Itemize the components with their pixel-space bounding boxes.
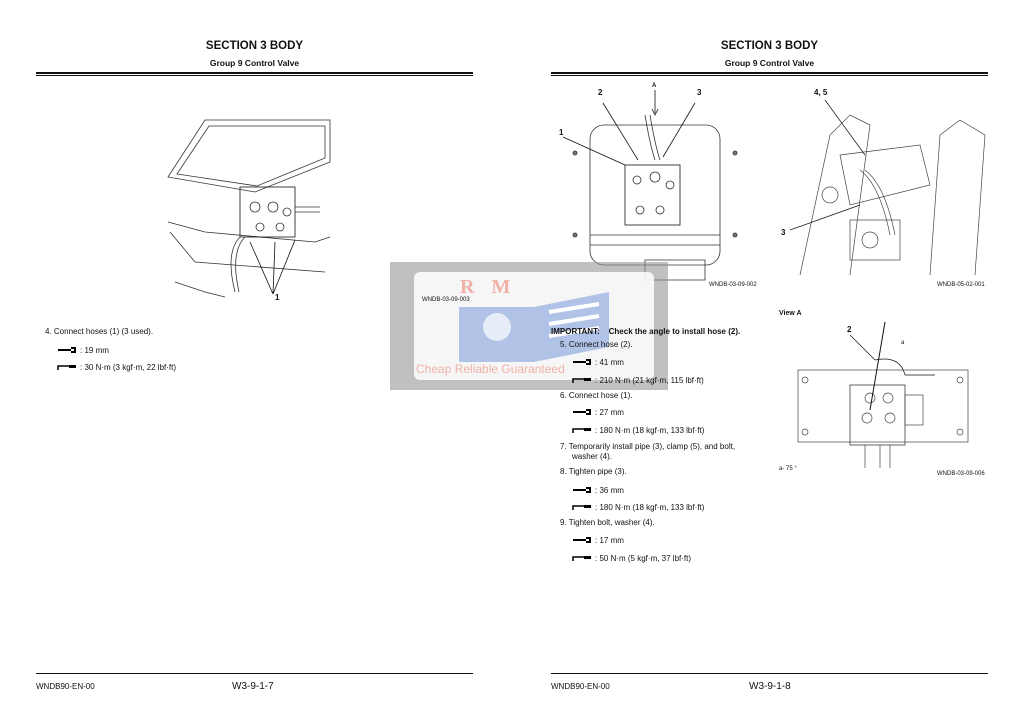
doc-number: WNDB90-EN-00 xyxy=(551,682,610,691)
torque-spec: : 180 N·m (18 kgf·m, 133 lbf·ft) xyxy=(572,503,704,512)
important-text: Check the angle to install hose (2). xyxy=(608,327,741,336)
wrench-icon xyxy=(57,347,77,354)
torque-spec: : 210 N·m (21 kgf·m, 115 lbf·ft) xyxy=(572,376,704,385)
torque-value: : 180 N·m (18 kgf·m, 133 lbf·ft) xyxy=(595,426,705,435)
step-5: 5. Connect hose (2). xyxy=(560,340,633,349)
step-7: 7. Temporarily install pipe (3), clamp (… xyxy=(560,442,736,451)
page-number: W3-9-1-7 xyxy=(232,681,274,692)
wrench-spec: : 27 mm xyxy=(572,408,624,417)
boom-pipe-illustration xyxy=(790,99,986,276)
control-valve-illustration xyxy=(167,119,331,298)
step-9: 9. Tighten bolt, washer (4). xyxy=(560,518,655,527)
wrench-size: : 41 mm xyxy=(595,358,624,367)
figure-caption: WNDB-05-02-001 xyxy=(937,282,985,288)
watermark-slogan: Cheap Reliable Guaranteed xyxy=(416,362,565,376)
step-6: 6. Connect hose (1). xyxy=(560,391,633,400)
header-rule xyxy=(551,72,988,74)
header-rule xyxy=(36,75,473,76)
figure-caption: WNDB-03-09-003 xyxy=(422,297,470,303)
wrench-icon xyxy=(572,537,592,544)
wrench-icon xyxy=(572,487,592,494)
wrench-size: : 27 mm xyxy=(595,408,624,417)
torque-value: : 180 N·m (18 kgf·m, 133 lbf·ft) xyxy=(595,503,705,512)
torque-value: : 210 N·m (21 kgf·m, 115 lbf·ft) xyxy=(595,376,704,385)
figure-caption: WNDB-03-09-002 xyxy=(709,282,757,288)
wrench-size: : 19 mm xyxy=(80,346,109,355)
section-title: SECTION 3 BODY xyxy=(720,40,819,52)
watermark-panel: R M Cheap Reliable Guaranteed WNDB-03-09… xyxy=(414,272,654,380)
header-rule xyxy=(551,75,988,76)
callout-angle-a: a xyxy=(901,340,905,346)
callout-2: 2 xyxy=(847,325,852,334)
footer-rule xyxy=(36,673,473,674)
step-4: 4. Connect hoses (1) (3 used). xyxy=(45,327,154,336)
footer-rule xyxy=(551,673,988,674)
callout-2: 2 xyxy=(598,88,603,97)
callout-1: 1 xyxy=(275,293,280,302)
figure-caption: WNDB-03-09-006 xyxy=(937,471,985,477)
view-a-illustration xyxy=(797,321,969,468)
torque-wrench-icon xyxy=(57,364,77,371)
wrench-spec: : 41 mm xyxy=(572,358,624,367)
callout-3: 3 xyxy=(697,88,702,97)
section-title: SECTION 3 BODY xyxy=(205,40,304,52)
doc-number: WNDB90-EN-00 xyxy=(36,682,95,691)
wrench-spec: : 19 mm xyxy=(57,346,109,355)
step-8: 8. Tighten pipe (3). xyxy=(560,467,627,476)
torque-wrench-icon xyxy=(572,427,592,434)
valve-top-view-illustration xyxy=(562,90,738,281)
torque-wrench-icon xyxy=(572,504,592,511)
torque-spec: : 50 N·m (5 kgf·m, 37 lbf·ft) xyxy=(572,554,691,563)
callout-1: 1 xyxy=(559,128,564,137)
group-title: Group 9 Control Valve xyxy=(209,58,300,68)
page-number: W3-9-1-8 xyxy=(749,681,791,692)
watermark-logo-text: R M xyxy=(460,276,517,298)
angle-note: a- 75 ° xyxy=(779,466,797,472)
torque-spec: : 30 N·m (3 kgf·m, 22 lbf·ft) xyxy=(57,363,176,372)
wrench-size: : 17 mm xyxy=(595,536,624,545)
view-a-title: View A xyxy=(779,310,802,317)
important-note: IMPORTANT: Check the angle to install ho… xyxy=(551,327,740,336)
step-7-continued: washer (4). xyxy=(572,452,613,461)
wrench-size: : 36 mm xyxy=(595,486,624,495)
wrench-spec: : 36 mm xyxy=(572,486,624,495)
wrench-spec: : 17 mm xyxy=(572,536,624,545)
torque-wrench-icon xyxy=(572,377,592,384)
callout-a: A xyxy=(652,83,657,89)
important-label: IMPORTANT: xyxy=(551,327,600,336)
header-rule xyxy=(36,72,473,74)
watermark-logo-icon xyxy=(459,292,609,362)
group-title: Group 9 Control Valve xyxy=(724,58,815,68)
watermark-overlay: R M Cheap Reliable Guaranteed WNDB-03-09… xyxy=(390,262,668,390)
callout-4-5: 4, 5 xyxy=(814,88,828,97)
torque-value: : 50 N·m (5 kgf·m, 37 lbf·ft) xyxy=(595,554,692,563)
callout-3: 3 xyxy=(781,228,786,237)
wrench-icon xyxy=(572,359,592,366)
torque-value: : 30 N·m (3 kgf·m, 22 lbf·ft) xyxy=(80,363,177,372)
wrench-icon xyxy=(572,409,592,416)
torque-wrench-icon xyxy=(572,555,592,562)
torque-spec: : 180 N·m (18 kgf·m, 133 lbf·ft) xyxy=(572,426,704,435)
